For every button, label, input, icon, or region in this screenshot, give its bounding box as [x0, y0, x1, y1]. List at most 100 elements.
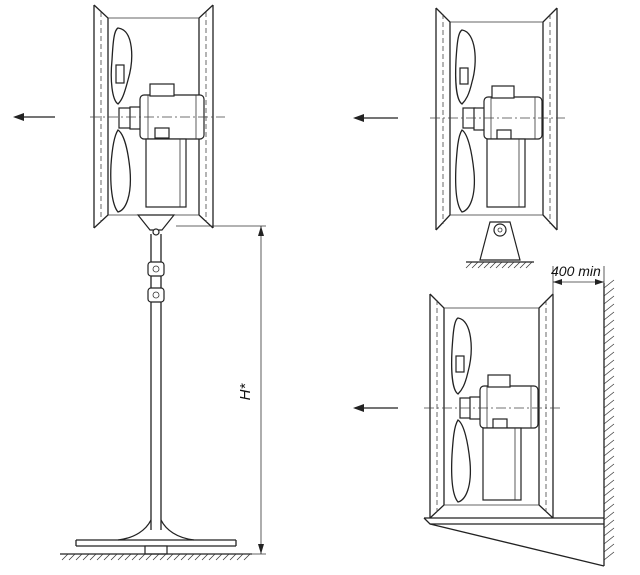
- hatch-line: [194, 553, 202, 561]
- hatch-line: [603, 439, 615, 449]
- airflow-arrow-bottom-right: [353, 404, 398, 412]
- hatch-line: [68, 553, 76, 561]
- motor-top-right: [473, 85, 543, 208]
- hatch-line: [477, 261, 485, 269]
- clearance-label: 400 min: [551, 263, 601, 279]
- propeller-left: [110, 27, 133, 213]
- airflow-arrow-top-right: [353, 114, 398, 122]
- pivot-support: [465, 221, 534, 269]
- hatch-line: [603, 407, 615, 417]
- hatch-line: [483, 261, 491, 269]
- hatch-line: [215, 553, 223, 561]
- hatch-line: [82, 553, 90, 561]
- hatch-line: [603, 495, 615, 505]
- hatch-line: [145, 553, 153, 561]
- hatch-line: [519, 261, 527, 269]
- hatch-line: [603, 335, 615, 345]
- floor-stand-variant: H*: [13, 4, 266, 561]
- hatch-line: [603, 311, 615, 321]
- hatch-line: [89, 553, 97, 561]
- hatch-line: [603, 447, 615, 457]
- hatch-line: [243, 553, 251, 561]
- height-label: H*: [237, 383, 254, 401]
- hatch-line: [603, 487, 615, 497]
- hatch-line: [471, 261, 479, 269]
- hatch-line: [603, 359, 615, 369]
- hatch-line: [507, 261, 515, 269]
- motor-bottom-right: [469, 374, 539, 501]
- hatch-line: [603, 295, 615, 305]
- hatch-line: [603, 367, 615, 377]
- wall-clearance-dimension: 400 min: [551, 263, 605, 296]
- hatch-line: [75, 553, 83, 561]
- hatch-line: [603, 463, 615, 473]
- hatch-line: [236, 553, 244, 561]
- hatch-line: [603, 527, 615, 537]
- hatch-line: [124, 553, 132, 561]
- hatch-line: [465, 261, 473, 269]
- hatch-line: [138, 553, 146, 561]
- hatch-line: [159, 553, 167, 561]
- hatch-line: [152, 553, 160, 561]
- hatch-line: [603, 351, 615, 361]
- wall: [603, 279, 615, 566]
- stand-pole: [147, 234, 165, 530]
- hatch-line: [603, 471, 615, 481]
- hatch-line: [603, 415, 615, 425]
- hatch-line: [603, 319, 615, 329]
- height-dimension: H*: [176, 225, 266, 555]
- hatch-line: [603, 303, 615, 313]
- hatch-line: [501, 261, 509, 269]
- motor-left: [129, 83, 205, 208]
- hatch-line: [603, 535, 615, 545]
- propeller-top-right: [455, 29, 476, 213]
- hatch-line: [96, 553, 104, 561]
- propeller-bottom-right: [451, 317, 473, 503]
- hatch-line: [603, 503, 615, 513]
- hatch-line: [603, 551, 615, 561]
- hatch-line: [513, 261, 521, 269]
- hatch-line: [603, 391, 615, 401]
- hatch-line: [603, 287, 615, 297]
- pivot-base-variant: [353, 7, 565, 269]
- hatch-line: [603, 543, 615, 553]
- fan-casing-top-right: [435, 7, 558, 231]
- hatch-line: [103, 553, 111, 561]
- hatch-line: [603, 279, 615, 289]
- hatch-line: [603, 455, 615, 465]
- fan-casing-bottom-right: [429, 293, 554, 519]
- hatch-line: [208, 553, 216, 561]
- hatch-line: [110, 553, 118, 561]
- hatch-line: [525, 261, 533, 269]
- floor-left: [60, 553, 252, 561]
- hatch-line: [131, 553, 139, 561]
- hatch-line: [603, 399, 615, 409]
- hatch-line: [495, 261, 503, 269]
- hatch-line: [489, 261, 497, 269]
- hatch-line: [603, 431, 615, 441]
- hatch-line: [603, 343, 615, 353]
- hatch-line: [229, 553, 237, 561]
- hatch-line: [166, 553, 174, 561]
- hatch-line: [117, 553, 125, 561]
- hatch-line: [603, 511, 615, 521]
- hatch-line: [603, 375, 615, 385]
- hatch-line: [173, 553, 181, 561]
- stand-bracket: [136, 214, 176, 236]
- hatch-line: [201, 553, 209, 561]
- wall-bracket-variant: 400 min: [353, 263, 615, 567]
- airflow-arrow-left-fan: [13, 113, 55, 121]
- stand-base: [75, 519, 237, 555]
- hatch-line: [603, 383, 615, 393]
- hatch-line: [61, 553, 69, 561]
- hatch-line: [603, 479, 615, 489]
- hatch-line: [187, 553, 195, 561]
- hatch-line: [222, 553, 230, 561]
- hatch-line: [603, 519, 615, 529]
- wall-shelf-bracket: [423, 517, 605, 567]
- hatch-line: [603, 423, 615, 433]
- hatch-line: [180, 553, 188, 561]
- hatch-line: [603, 327, 615, 337]
